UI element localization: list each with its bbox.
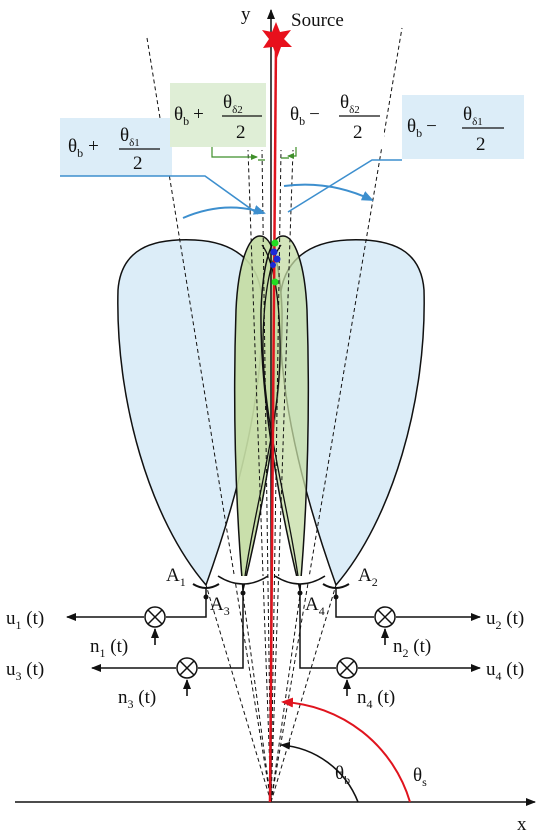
lobe-cross-curve-1 [242,244,281,591]
svg-text:2: 2 [476,134,486,155]
mixer-4-icon [336,657,358,679]
green-leader-lines [211,147,297,160]
green-tick-marks [258,157,289,161]
angle-box-b-minus-d1: θb− θδ1 2 [402,95,524,159]
arc-arrow-right [283,183,374,201]
point-green-bottom [271,278,279,286]
svg-text:2: 2 [353,122,363,143]
angle-box-b-minus-d2: θb− θδ2 2 [286,83,384,147]
y-axis-label: y [241,4,251,25]
output-arrows [66,613,481,672]
output-label-u3: u3 (t) [6,659,44,683]
antenna-label-a1: A1 [166,565,186,589]
noise-label-n2: n2 (t) [393,636,431,660]
burst-star-icon [262,22,292,58]
svg-text:θδ1: θδ1 [463,104,483,128]
output-label-u2: u2 (t) [486,608,524,632]
theta-b-label: θb [335,763,350,787]
noise-label-n4: n4 (t) [357,687,395,711]
signal-wires [166,593,374,669]
mixer-2-icon [374,606,396,628]
blue-leader-lines [60,159,402,215]
x-axis-label: x [517,814,527,835]
antenna-label-a3: A3 [210,594,230,618]
source-label: Source [291,10,344,31]
output-label-u4: u4 (t) [486,659,524,683]
svg-text:2: 2 [133,153,143,174]
svg-text:2: 2 [236,122,246,143]
antenna-a4 [274,575,326,596]
noise-label-n3: n3 (t) [118,687,156,711]
theta-s-arc [281,697,411,803]
theta-s-label: θs [413,765,427,789]
svg-text:θb−: θb− [290,104,320,128]
point-blue-2 [273,255,281,263]
antenna-label-a4: A4 [305,594,325,618]
svg-text:θδ2: θδ2 [340,92,360,116]
source-ray [268,41,278,803]
angle-box-b-plus-d1: θb+ θδ1 2 [60,118,172,176]
antenna-label-a2: A2 [358,565,378,589]
noise-arrows [151,628,389,696]
theta-b-arc [280,741,359,803]
svg-text:θb+: θb+ [174,104,204,128]
arc-arrow-left [182,205,266,219]
antenna-a3 [217,575,269,596]
angle-box-b-plus-d2: θb+ θδ2 2 [170,83,266,147]
noise-label-n1: n1 (t) [90,636,128,660]
svg-text:θb+: θb+ [68,136,99,160]
svg-text:θδ1: θδ1 [120,125,140,149]
point-blue-1 [270,248,278,256]
point-green-top [271,239,279,247]
svg-text:θb−: θb− [407,116,437,140]
mixer-3-icon [176,657,198,679]
mixer-1-icon [144,606,166,628]
output-label-u1: u1 (t) [6,608,44,632]
point-blue-3 [270,262,276,268]
svg-text:θδ2: θδ2 [223,92,243,116]
